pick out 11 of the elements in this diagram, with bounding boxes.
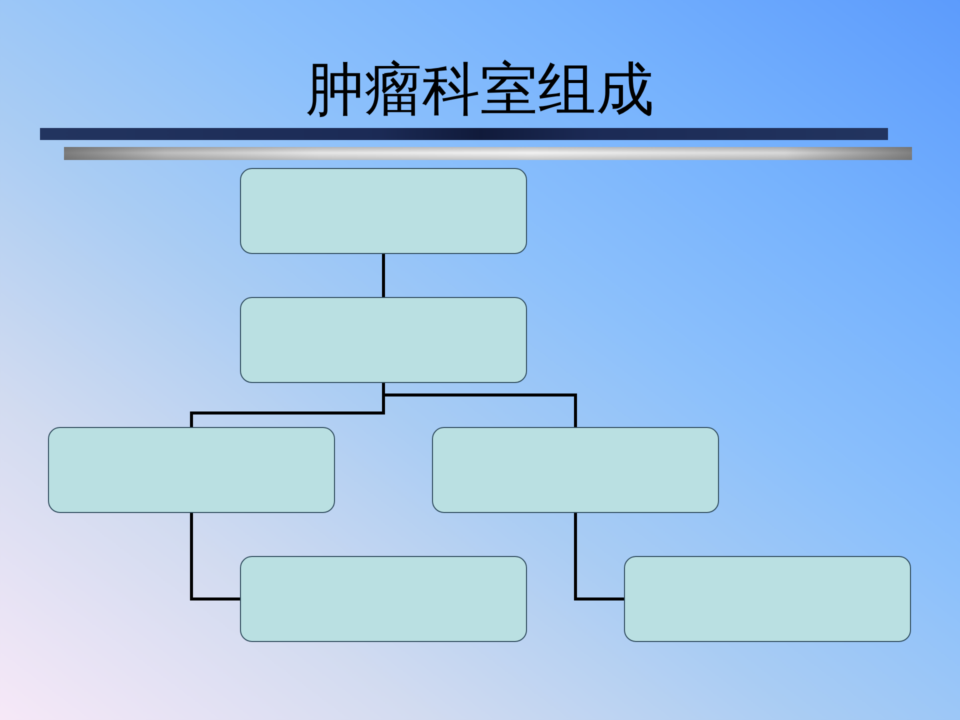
- slide-title: 肿瘤科室组成: [306, 56, 654, 122]
- connector-line: [190, 513, 240, 600]
- org-chart-box: [432, 427, 719, 513]
- org-chart-box: [624, 556, 911, 642]
- connector-line: [382, 383, 577, 427]
- org-chart-box: [48, 427, 335, 513]
- connector-line: [382, 254, 385, 297]
- org-chart-box: [240, 168, 527, 254]
- org-chart-box: [240, 556, 527, 642]
- connector-line: [574, 513, 624, 600]
- org-chart-box: [240, 297, 527, 383]
